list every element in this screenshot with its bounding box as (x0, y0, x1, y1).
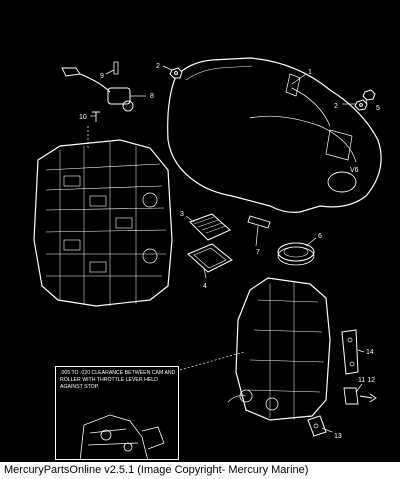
filter-element[interactable] (189, 213, 231, 241)
callout-7: 7 (256, 249, 260, 256)
gasket[interactable] (187, 243, 233, 273)
clearance-note-box: .005 TO .020 CLEARANCE BETWEEN CAM AND R… (55, 366, 179, 460)
callout-10: 10 (79, 114, 87, 121)
flywheel-cover[interactable]: V6 (167, 57, 382, 213)
leader-lines (90, 65, 368, 433)
throttle-linkage-assembly (227, 277, 331, 421)
callout-13: 13 (334, 433, 342, 440)
image-caption: MercuryPartsOnline v2.5.1 (Image Copyrig… (0, 462, 400, 479)
nut-far-right[interactable] (362, 89, 376, 101)
clip-and-screw[interactable] (343, 387, 377, 405)
sensor-assembly[interactable] (61, 61, 134, 122)
callout-9: 9 (100, 73, 104, 80)
parts-diagram: V6 (33, 57, 382, 440)
hose[interactable] (247, 215, 271, 229)
clip-lower[interactable] (307, 415, 327, 437)
callout-14: 14 (366, 349, 374, 356)
callout-3: 3 (180, 211, 184, 218)
note-detail-drawing (79, 414, 165, 459)
callout-11-12: 11 12 (358, 377, 375, 384)
callout-2-right: 2 (334, 103, 338, 110)
callout-6: 6 (318, 233, 322, 240)
callout-8: 8 (150, 93, 154, 100)
callout-2-top: 2 (156, 63, 160, 70)
clearance-note-text: .005 TO .020 CLEARANCE BETWEEN CAM AND R… (60, 370, 176, 390)
nut-top[interactable] (169, 67, 183, 79)
nut-right[interactable] (354, 99, 368, 111)
bracket[interactable] (341, 329, 359, 375)
seal-ring[interactable] (277, 242, 315, 266)
callout-4: 4 (203, 283, 207, 290)
engine-block (33, 126, 173, 307)
callout-5: 5 (376, 105, 380, 112)
callout-1: 1 (308, 69, 312, 76)
cover-badge: V6 (350, 167, 359, 174)
